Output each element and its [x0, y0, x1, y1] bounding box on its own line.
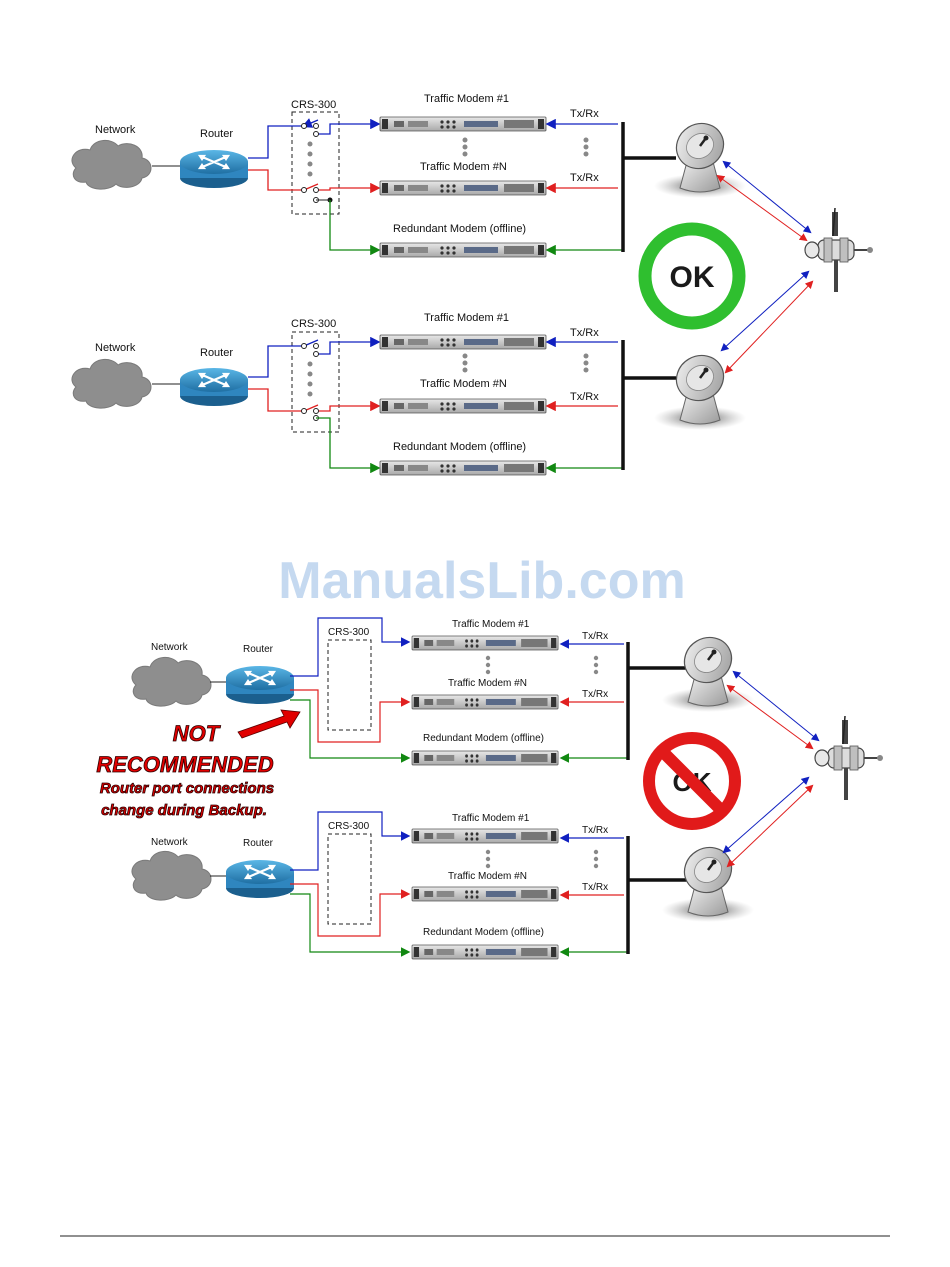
network-cloud-icon — [71, 139, 152, 190]
crs-label: CRS-300 — [291, 99, 336, 111]
traffic-modem-1-label: Traffic Modem #1 — [452, 619, 530, 630]
crs-switch-box — [291, 331, 340, 433]
txrx-label: Tx/Rx — [570, 327, 599, 339]
ok-badge-label: OK — [670, 261, 715, 294]
redundant-modem-label: Redundant Modem (offline) — [393, 441, 526, 453]
satellite-icon — [814, 715, 884, 801]
ok-badge: OK — [638, 222, 746, 330]
txrx-label: Tx/Rx — [582, 882, 608, 893]
warning-line-3: Router port connections — [100, 780, 274, 797]
txrx-label: Tx/Rx — [582, 825, 608, 836]
diagram-recommended: Network Router CRS-300 Traffic Modem #1 — [71, 93, 874, 476]
traffic-modem-n — [411, 886, 559, 902]
warning-callout: NOT RECOMMENDED Router port connections … — [96, 709, 301, 819]
router-icon — [178, 148, 250, 190]
redundant-modem — [379, 242, 547, 258]
warning-line-4: change during Backup. — [101, 802, 267, 819]
network-label: Network — [95, 342, 136, 354]
watermark: ManualsLib.com — [278, 552, 685, 610]
block-a: Network Router CRS-300 Traffic Modem #1 — [71, 93, 748, 258]
traffic-modem-1 — [411, 635, 559, 651]
prohibited-ok-badge: OK — [643, 732, 741, 830]
network-label: Network — [151, 837, 189, 848]
crs-label: CRS-300 — [291, 318, 336, 330]
router-label: Router — [200, 347, 233, 359]
network-label: Network — [151, 642, 189, 653]
crs-box — [327, 833, 372, 925]
redundant-modem — [411, 750, 559, 766]
traffic-modem-1-label: Traffic Modem #1 — [452, 813, 530, 824]
block-d: Network Router CRS-300 Traffic Modem #1 … — [131, 811, 756, 960]
network-cloud-icon — [71, 358, 152, 409]
warning-line-1: NOT — [173, 721, 221, 746]
satellite-dish-icon — [660, 627, 756, 714]
crs-label: CRS-300 — [328, 821, 370, 832]
redundant-modem — [379, 460, 547, 476]
redundant-modem-label: Redundant Modem (offline) — [423, 927, 544, 938]
prohibited-slash-icon — [657, 746, 727, 816]
block-b: Network Router CRS-300 Traffic Modem #1 … — [71, 312, 748, 476]
diagram-not-recommended: Network Router CRS-300 Traffic Modem #1 … — [96, 617, 884, 960]
crs-switch-box — [291, 111, 340, 215]
warning-line-2: RECOMMENDED — [96, 752, 273, 777]
traffic-modem-n — [379, 180, 547, 196]
network-cloud-icon — [131, 656, 212, 707]
satellite-dish-icon — [652, 345, 748, 432]
txrx-label: Tx/Rx — [570, 172, 599, 184]
traffic-modem-1-label: Traffic Modem #1 — [424, 93, 509, 105]
router-icon — [178, 366, 250, 408]
traffic-modem-1 — [379, 334, 547, 350]
traffic-modem-1-label: Traffic Modem #1 — [424, 312, 509, 324]
traffic-modem-1 — [411, 828, 559, 844]
redundant-modem-label: Redundant Modem (offline) — [423, 733, 544, 744]
traffic-modem-n — [379, 398, 547, 414]
router-icon — [224, 858, 296, 900]
traffic-modem-n-label: Traffic Modem #N — [420, 378, 507, 390]
router-label: Router — [243, 838, 274, 849]
traffic-modem-n-label: Traffic Modem #N — [420, 161, 507, 173]
network-cloud-icon — [131, 850, 212, 901]
txrx-label: Tx/Rx — [582, 689, 608, 700]
satellite-icon — [804, 207, 874, 293]
router-label: Router — [243, 644, 274, 655]
txrx-label: Tx/Rx — [582, 631, 608, 642]
traffic-modem-n — [411, 694, 559, 710]
block-c: Network Router CRS-300 Traffic Modem #1 … — [131, 617, 756, 766]
redundant-modem — [411, 944, 559, 960]
crs-label: CRS-300 — [328, 627, 370, 638]
router-icon — [224, 664, 296, 706]
warning-arrow-icon — [237, 709, 301, 739]
crs-box — [327, 639, 372, 731]
txrx-label: Tx/Rx — [570, 391, 599, 403]
router-label: Router — [200, 128, 233, 140]
txrx-label: Tx/Rx — [570, 108, 599, 120]
traffic-modem-1 — [379, 116, 547, 132]
traffic-modem-n-label: Traffic Modem #N — [448, 871, 527, 882]
traffic-modem-n-label: Traffic Modem #N — [448, 678, 527, 689]
redundant-modem-label: Redundant Modem (offline) — [393, 223, 526, 235]
network-label: Network — [95, 124, 136, 136]
